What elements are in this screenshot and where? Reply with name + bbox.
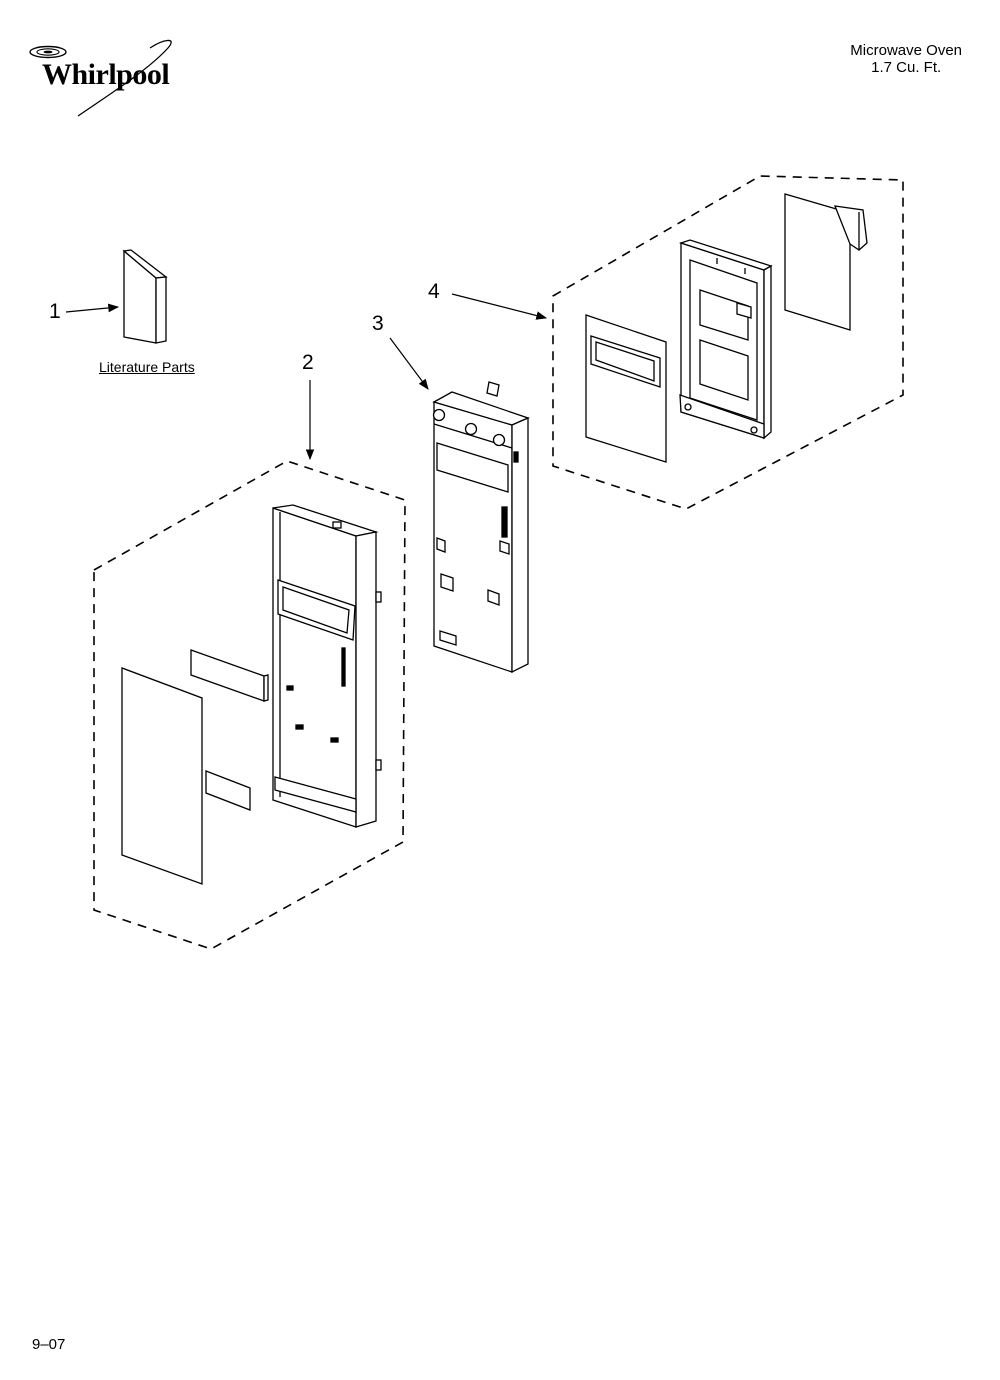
svg-text:Whirlpool: Whirlpool: [42, 58, 169, 91]
page-code: 9–07: [32, 1336, 66, 1353]
product-capacity: 1.7 Cu. Ft.: [871, 59, 942, 76]
part-4-group-boundary: [552, 175, 904, 510]
part-2-group-boundary: [93, 460, 406, 950]
control-panel-assembly: [121, 504, 382, 885]
whirlpool-logo: Whirlpool: [29, 39, 172, 117]
callout-4: 4: [428, 280, 440, 303]
callout-2: 2: [302, 351, 314, 374]
product-type: Microwave Oven: [850, 42, 962, 59]
callout-3: 3: [372, 312, 384, 335]
electronic-control-assembly: [585, 193, 868, 463]
literature-parts-book: [122, 249, 168, 344]
product-title: Microwave Oven 1.7 Cu. Ft.: [850, 42, 962, 76]
inner-frame: [432, 381, 530, 674]
callout-arrows: [65, 293, 548, 461]
callout-1: 1: [49, 300, 61, 323]
literature-parts-label: Literature Parts: [99, 359, 195, 375]
